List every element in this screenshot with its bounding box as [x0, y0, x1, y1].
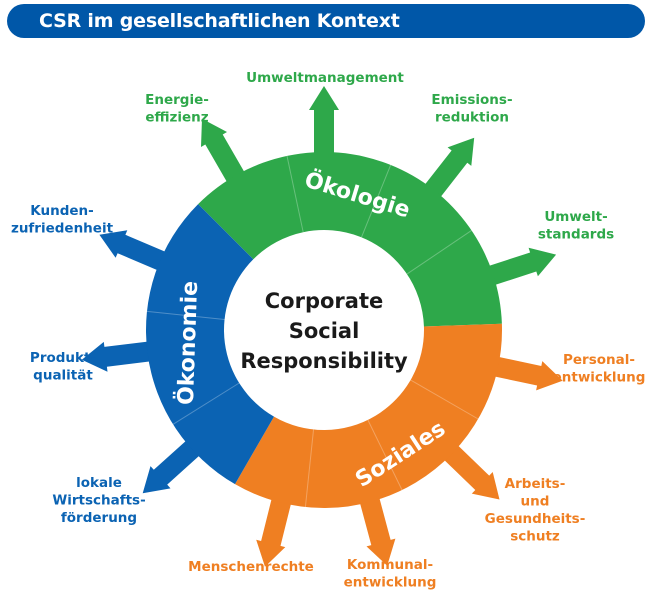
label-menschenrechte: Menschenrechte: [188, 559, 314, 575]
label-kommunalentwicklung: Kommunal-entwicklung: [344, 557, 437, 591]
label-kundenzufriedenheit: Kunden-zufriedenheit: [11, 203, 114, 237]
label-umweltstandards: Umwelt-standards: [538, 209, 614, 243]
segment-divider: [410, 379, 479, 420]
label-emissionsreduktion: Emissions-reduktion: [431, 92, 512, 126]
center-line-1: Corporate: [265, 289, 383, 313]
arrow-umweltstandards-icon: [477, 247, 557, 289]
ring-segment-soziales: [235, 323, 502, 508]
arrow-umweltmanagement-icon: [309, 86, 339, 165]
page-title: CSR im gesellschaftlichen Kontext: [39, 10, 400, 32]
sector-label-oekonomie: Ökonomie: [173, 281, 203, 406]
arrow-kommunalentwicklung-icon: [357, 486, 396, 566]
label-personalentwicklung: Personal-entwicklung: [553, 352, 646, 386]
segment-divider: [304, 429, 315, 508]
ring-dividers: [146, 155, 479, 508]
label-energieeffizienz: Energie-effizienz: [145, 92, 209, 126]
ring-segment-oekonomie: [145, 204, 274, 485]
arrow-energieeffizienz-icon: [201, 118, 251, 193]
ring-layer: [145, 151, 502, 508]
segment-divider: [172, 382, 240, 425]
label-produktqualitaet: Produkt-qualität: [30, 350, 96, 384]
segment-divider: [406, 230, 472, 275]
title-bar: CSR im gesellschaftlichen Kontext: [7, 4, 645, 38]
ring-segment-oekologie: [198, 151, 502, 327]
segment-divider: [286, 155, 304, 233]
segment-divider: [360, 164, 392, 238]
outer-labels: UmweltmanagementEmissions-reduktionUmwel…: [11, 70, 645, 591]
arrow-kundenzufriedenheit-icon: [99, 230, 176, 275]
segment-divider: [367, 419, 403, 491]
label-umweltmanagement: Umweltmanagement: [246, 70, 404, 86]
center-line-3: Responsibility: [240, 349, 408, 373]
arrow-personalentwicklung-icon: [483, 354, 563, 391]
arrow-produktqualitaet-icon: [81, 340, 162, 372]
center-line-2: Social: [289, 319, 360, 343]
segment-divider: [146, 310, 225, 321]
arrow-menschenrechte-icon: [256, 487, 294, 567]
